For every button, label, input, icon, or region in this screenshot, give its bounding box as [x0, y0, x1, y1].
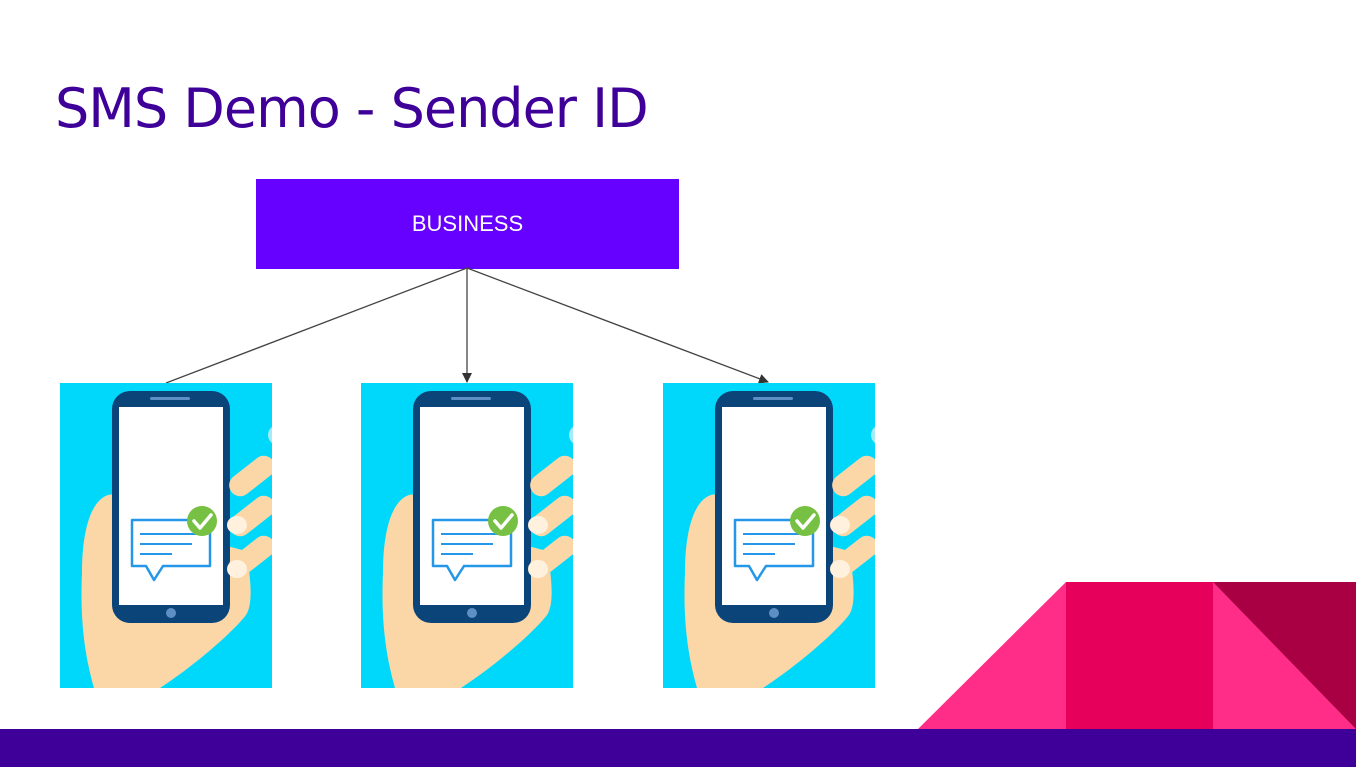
phone-with-sms-icon [663, 383, 875, 688]
business-label: BUSINESS [412, 211, 523, 237]
slide-title: SMS Demo - Sender ID [55, 74, 648, 144]
recipient-phone-3 [663, 383, 875, 688]
phone-with-sms-icon [60, 383, 272, 688]
decor-magenta-block [1066, 582, 1214, 729]
recipient-phone-1 [60, 383, 272, 688]
decor-pink-triangle [918, 582, 1066, 729]
business-node: BUSINESS [256, 179, 679, 269]
recipient-phone-2 [361, 383, 573, 688]
bottom-band [0, 729, 1356, 767]
phone-with-sms-icon [361, 383, 573, 688]
